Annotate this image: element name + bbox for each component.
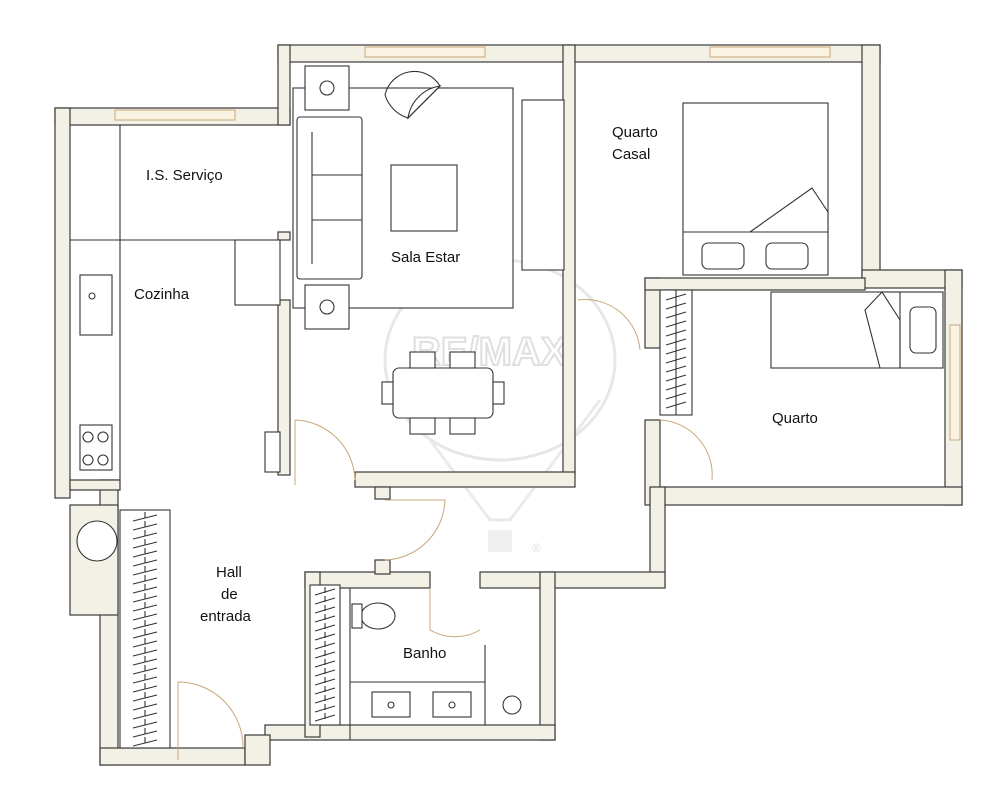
window-sala (364, 46, 486, 58)
hanger (132, 712, 158, 720)
hanger (132, 568, 158, 576)
hanger (314, 660, 336, 668)
hanger (132, 739, 158, 747)
label-quarto: Quarto (772, 410, 818, 427)
door-sala (294, 419, 356, 485)
sink-1 (371, 691, 411, 718)
hanger (132, 532, 158, 540)
doors (177, 299, 713, 760)
hanger (132, 622, 158, 630)
hanger (132, 595, 158, 603)
hanger (314, 606, 336, 614)
hanger (665, 347, 687, 355)
hanger (132, 703, 158, 711)
door-quarto-casal (577, 299, 641, 351)
watermark-text: RE/MAX (412, 330, 568, 374)
hanger (132, 667, 158, 675)
sofa (296, 116, 363, 280)
hanger (314, 642, 336, 650)
watermark-registered: ® (532, 541, 541, 555)
hanger (314, 588, 336, 596)
label-is-servico: I.S. Serviço (146, 167, 223, 184)
hanger (314, 678, 336, 686)
window-quarto-casal (709, 46, 831, 58)
hanger (132, 676, 158, 684)
tv-unit (521, 99, 565, 271)
label-hall-3: entrada (200, 608, 252, 625)
hanger (665, 365, 687, 373)
hanger (665, 293, 687, 301)
label-banho: Banho (403, 645, 446, 662)
hanger (132, 514, 158, 522)
door-quarto (659, 419, 713, 481)
hanger (314, 669, 336, 677)
shower (502, 695, 522, 715)
hanger (314, 651, 336, 659)
label-hall-2: de (221, 586, 238, 603)
hanger (314, 687, 336, 695)
hanger (665, 401, 687, 409)
label-sala-estar: Sala Estar (391, 249, 460, 266)
window-quarto (949, 324, 961, 441)
hanger (132, 730, 158, 738)
toilet (360, 602, 396, 630)
hanger (132, 604, 158, 612)
bathroom-fixtures (349, 588, 522, 740)
living-furniture (292, 65, 565, 435)
kitchen-fixtures (70, 125, 281, 562)
door-banho (429, 588, 481, 638)
hanger (132, 685, 158, 693)
hanger (132, 631, 158, 639)
hanger (132, 694, 158, 702)
hanger (665, 320, 687, 328)
hanger (665, 383, 687, 391)
hanger (314, 714, 336, 722)
label-quarto-casal-2: Casal (612, 146, 650, 163)
door-entrada (177, 681, 244, 760)
hanger (314, 597, 336, 605)
hanger (132, 523, 158, 531)
hanger (665, 302, 687, 310)
windows (114, 46, 961, 441)
coffee-table (390, 164, 458, 232)
hanger (132, 649, 158, 657)
hanger (132, 640, 158, 648)
window-is-servico (114, 109, 236, 121)
hanger (132, 613, 158, 621)
hanger (314, 696, 336, 704)
hanger (665, 311, 687, 319)
hanger (665, 356, 687, 364)
hanger (132, 721, 158, 729)
wardrobes (119, 293, 687, 749)
hanger (132, 577, 158, 585)
sink-2 (432, 691, 472, 718)
hanger (314, 615, 336, 623)
hanger (132, 586, 158, 594)
bedroom-furniture (659, 102, 944, 416)
label-quarto-casal-1: Quarto (612, 124, 658, 141)
hanger (132, 550, 158, 558)
hanger (132, 559, 158, 567)
hanger (314, 633, 336, 641)
hanger (665, 338, 687, 346)
hanger (665, 329, 687, 337)
dining-table (392, 367, 494, 419)
hanger (665, 392, 687, 400)
hanger (314, 705, 336, 713)
hanger (314, 624, 336, 632)
hanger (132, 658, 158, 666)
sink (79, 274, 113, 336)
remax-watermark: RE/MAX ® (383, 258, 617, 555)
label-cozinha: Cozinha (134, 286, 190, 303)
hanger (665, 374, 687, 382)
hanger (132, 541, 158, 549)
room-labels: I.S. Serviço Cozinha Sala Estar Quarto C… (134, 124, 818, 662)
door-hall-sala (384, 499, 446, 561)
label-hall-1: Hall (216, 564, 242, 581)
water-heater (76, 520, 118, 562)
